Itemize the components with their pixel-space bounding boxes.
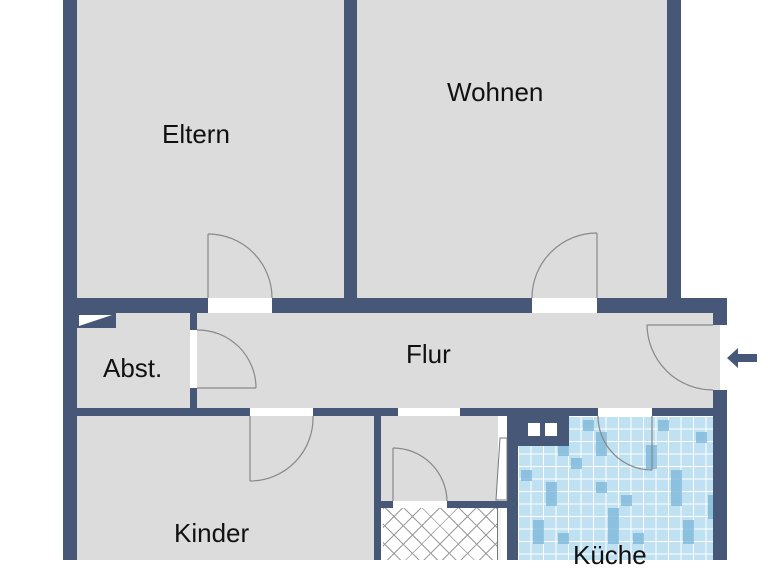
room-label-kueche: Küche (573, 540, 647, 570)
door-bath[interactable] (392, 447, 448, 502)
room-abst-floor (77, 313, 190, 408)
shaft-vent-2 (545, 423, 557, 436)
shaft-vent-1 (528, 423, 540, 436)
room-kinder-floor (77, 416, 374, 560)
wall-north-flur-b (272, 298, 532, 313)
room-flur-floor (197, 313, 713, 408)
wall-wohnen-right (667, 0, 681, 313)
room-label-abst: Abst. (103, 353, 163, 383)
room-wohnen-floor (357, 0, 667, 298)
wall-abst-right-top (190, 313, 197, 330)
wall-south-flur-c (460, 408, 598, 416)
door-wohnen[interactable] (531, 232, 598, 299)
wall-eltern-wohnen (344, 0, 357, 313)
wall-south-flur-d (652, 408, 713, 416)
entry-floor (700, 325, 720, 390)
room-eltern-floor (77, 0, 344, 298)
wall-kinder-right (374, 408, 381, 560)
door-eltern[interactable] (207, 233, 273, 299)
wall-south-flur-a (63, 408, 250, 416)
room-wc-vestibule-floor (381, 416, 498, 501)
door-kueche[interactable] (597, 415, 653, 471)
wall-abst-right-bottom (190, 388, 197, 408)
wall-bath-top-b (447, 501, 507, 508)
room-label-eltern: Eltern (162, 119, 230, 149)
room-label-flur: Flur (406, 339, 451, 369)
wall-kitchen-left (507, 416, 518, 560)
wall-south-flur-b (313, 408, 398, 416)
room-label-kinder: Kinder (174, 518, 250, 548)
room-label-wohnen: Wohnen (447, 77, 544, 107)
wall-north-flur-a (63, 298, 208, 313)
bath-partition (497, 508, 501, 560)
wall-exterior-left (63, 0, 77, 560)
wall-exterior-right-bottom (713, 390, 727, 560)
room-bath-floor (383, 508, 497, 560)
shaft-block (513, 416, 569, 446)
door-entrance[interactable] (646, 324, 714, 391)
door-abst[interactable] (196, 329, 257, 389)
wall-bath-top-a (381, 501, 393, 508)
door-kinder[interactable] (249, 415, 314, 482)
wall-north-flur-c (597, 298, 727, 313)
wall-exterior-right-top (713, 298, 727, 325)
